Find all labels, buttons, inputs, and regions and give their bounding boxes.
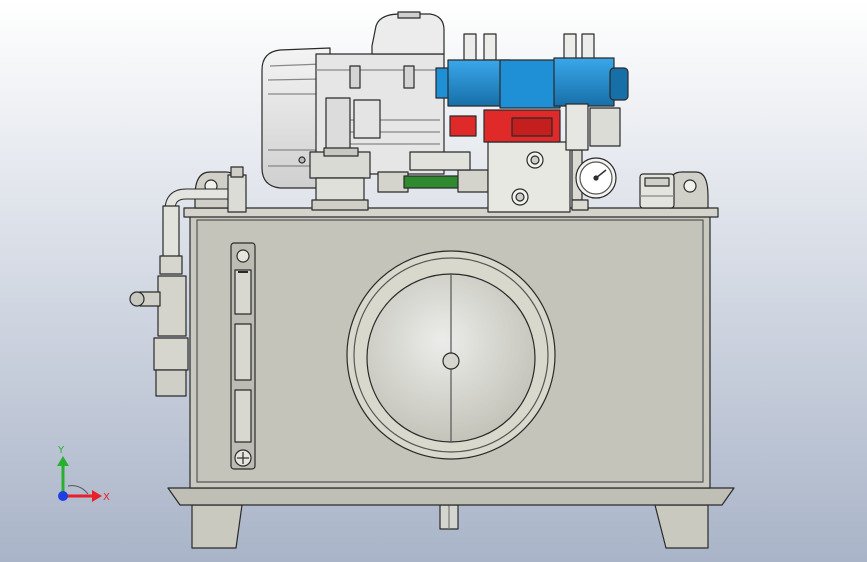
tank-base-plate (167, 487, 735, 506)
pump-filter[interactable] (309, 147, 371, 211)
valve-manifold[interactable] (487, 141, 589, 213)
terminal-box (371, 13, 445, 55)
oil-level-gauge[interactable] (230, 242, 256, 470)
coordinate-axes-icon: Y X (57, 445, 110, 503)
x-axis-label: X (103, 492, 110, 503)
filler-breather-cap[interactable] (639, 173, 675, 209)
solenoid-directional-valve[interactable] (435, 33, 629, 151)
inspection-window[interactable] (346, 250, 556, 460)
return-line-assembly[interactable] (129, 166, 247, 397)
y-axis-label: Y (57, 445, 65, 456)
pressure-line[interactable] (377, 151, 489, 193)
tank-cover (183, 207, 719, 218)
pressure-gauge-icon[interactable] (575, 157, 617, 199)
shutoff-valve-handle[interactable] (129, 291, 145, 307)
tank-foot-left (191, 504, 243, 549)
